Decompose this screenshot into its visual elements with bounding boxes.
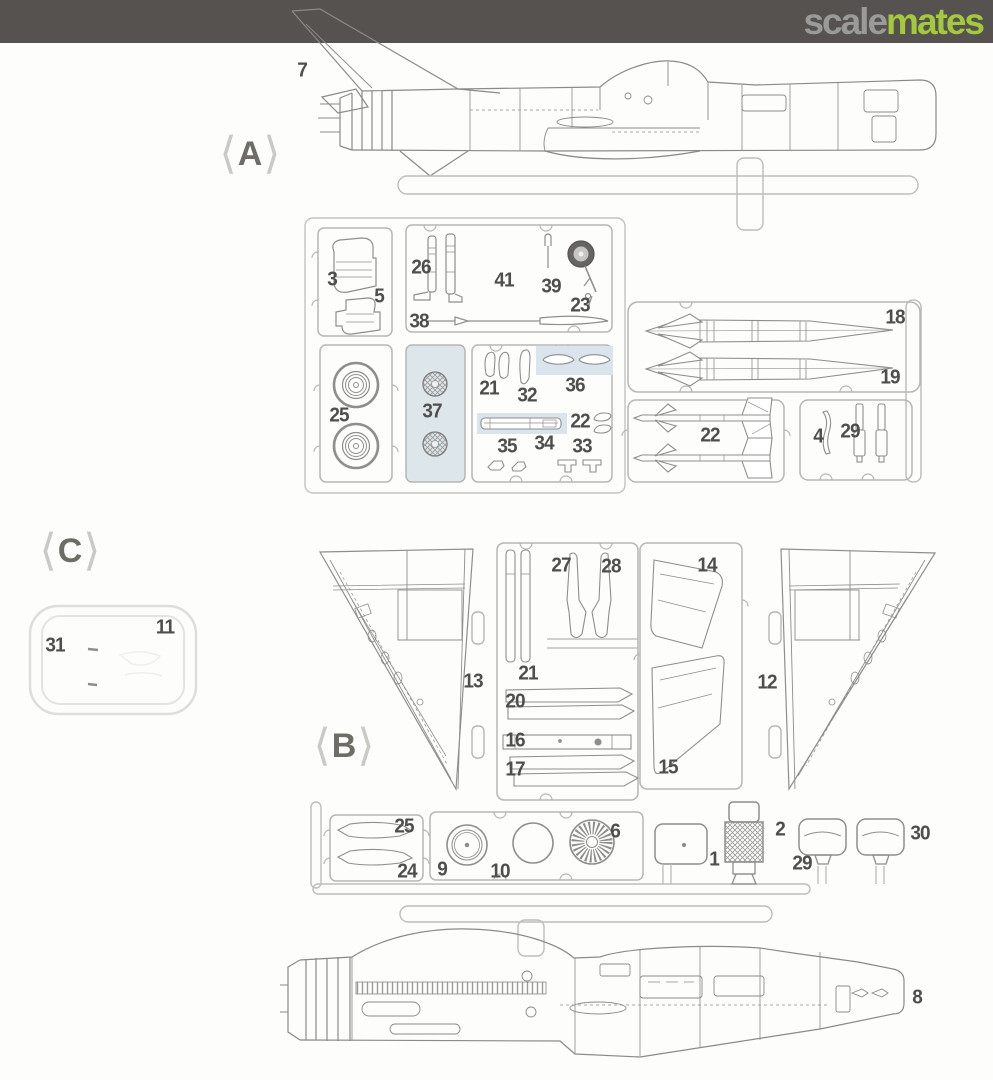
part-label-33: 33 [572,435,592,458]
part-label-31: 31 [45,634,65,657]
parts-box-26-41-39-23-38 [405,224,613,333]
part-label-17: 17 [505,758,525,781]
marker-bracket-left: ⟨ [39,526,57,575]
parts-box-small-details [471,344,613,483]
marker-bracket-right: ⟩ [263,129,281,178]
part-label-21-b: 21 [518,662,538,685]
part-label-11: 11 [155,616,175,639]
marker-bracket-right: ⟩ [357,721,375,770]
part-label-30: 30 [910,822,930,845]
marker-letter-b: B [331,727,357,765]
part-label-32: 32 [517,384,537,407]
part-label-12: 12 [757,671,777,694]
part-label-38: 38 [409,310,429,333]
part-label-35: 35 [497,435,517,458]
part-label-5: 5 [374,285,385,308]
part-label-1: 1 [709,848,720,871]
part-label-14: 14 [697,554,717,577]
fuselage-side-drawing-bottom [280,928,905,1058]
parts-box-4-29 [799,399,913,481]
part-label-28: 28 [601,555,621,578]
part-label-22: 22 [570,410,590,433]
sprue-runner-top [397,157,919,231]
part-label-41: 41 [494,269,514,292]
part-label-9: 9 [437,858,448,881]
scalemates-logo[interactable]: scalemates [803,1,985,42]
parts-box-b-middle [496,542,640,801]
part-label-27: 27 [551,554,571,577]
part-label-15: 15 [658,756,678,779]
parts-1-2-29-30 [654,801,905,885]
part-label-23: 23 [570,294,590,317]
parts-box-3-5 [311,227,393,337]
wing-part-12 [768,548,937,792]
parts-box-14-15 [633,542,749,790]
part-label-8: 8 [912,986,923,1009]
part-label-29: 29 [840,420,860,443]
part-label-2: 2 [775,818,786,841]
part-label-4: 4 [813,425,824,448]
fuselage-side-drawing-top [291,8,937,177]
part-label-24: 24 [397,860,417,883]
site-header-bar: scalemates [0,0,993,43]
wing-part-13 [318,548,485,792]
parts-box-37-highlighted [405,344,466,483]
part-label-10: 10 [490,860,510,883]
part-label-25-bottom: 25 [394,815,414,838]
marker-bracket-right: ⟩ [83,526,101,575]
parts-box-25-24 [323,814,430,882]
sprue-marker-b: ⟨B⟩ [314,724,375,768]
marker-letter-a: A [237,135,263,173]
parts-box-25 [313,344,399,483]
logo-text-mates: mates [886,1,985,42]
part-label-21: 21 [479,377,499,400]
sprue-marker-c: ⟨C⟩ [40,529,101,573]
parts-box-9-10-6 [429,811,644,881]
part-label-16: 16 [505,729,525,752]
part-label-37: 37 [422,400,442,423]
part-label-18: 18 [885,306,905,329]
missiles-box-22 [621,397,791,483]
logo-text-scale: scale [803,1,888,42]
part-label-3: 3 [327,268,338,291]
sprue-marker-a: ⟨A⟩ [220,132,281,176]
part-label-22-missiles: 22 [700,424,720,447]
parts-grid-outer-frame [304,217,626,494]
marker-bracket-left: ⟨ [219,129,237,178]
part-label-36: 36 [565,374,585,397]
bottom-row-runner [310,801,811,895]
part-label-19: 19 [880,366,900,389]
marker-bracket-left: ⟨ [313,721,331,770]
drop-tanks-18-19 [627,299,922,483]
clear-sprue-c [28,604,198,716]
fuselage-runner-bottom [399,905,773,957]
part-label-39: 39 [541,275,561,298]
part-label-26: 26 [411,256,431,279]
part-label-29-bottom: 29 [792,852,812,875]
part-label-25: 25 [329,404,349,427]
part-label-7: 7 [297,59,308,82]
part-label-13: 13 [463,670,483,693]
marker-letter-c: C [57,532,83,570]
part-label-6: 6 [610,820,621,843]
part-label-20: 20 [505,690,525,713]
part-label-34: 34 [534,432,554,455]
